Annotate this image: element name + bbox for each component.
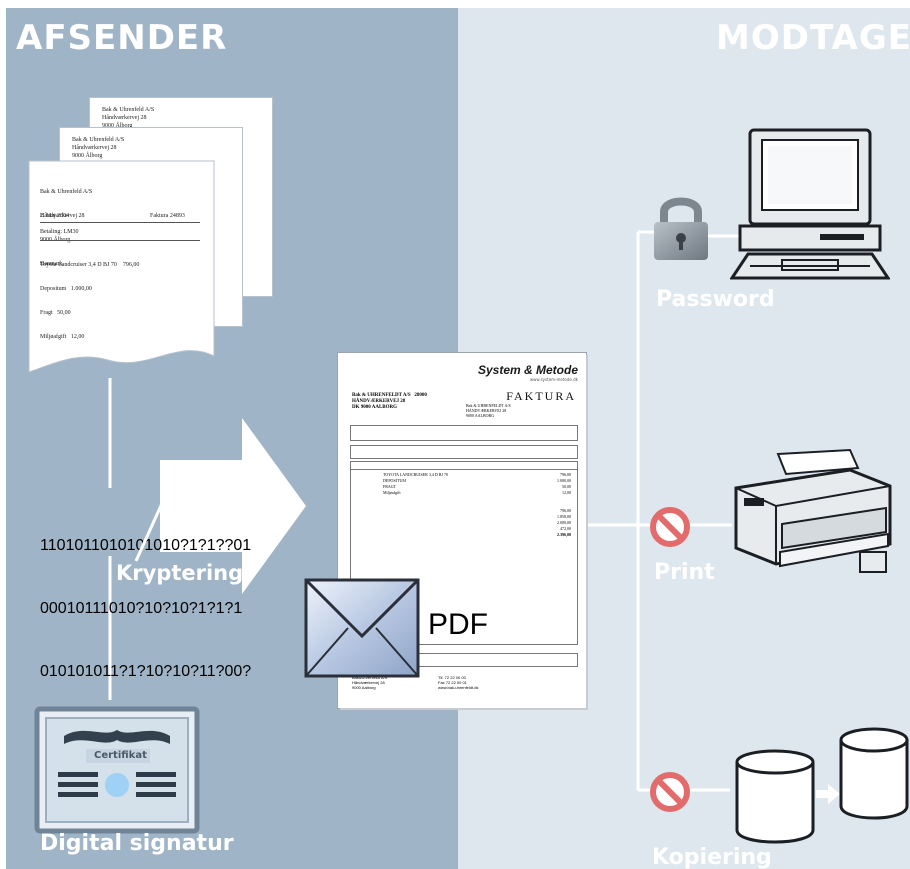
invoice-item: FRAGT: [383, 484, 397, 489]
certificate-icon: [34, 706, 200, 834]
database-icon: [735, 749, 815, 844]
binary-line: 00010111010?10?10?1?1?1: [40, 600, 243, 617]
invoice-items: TOYOTA LANDCRUISER 3,4 D BJ 70 DEPOSITUM…: [383, 472, 448, 496]
address-line: Bak & Uhrenfeld A/S: [102, 107, 155, 113]
invoice-header-box: [350, 445, 578, 459]
copy-label: Kopiering: [652, 845, 772, 869]
receiver-title: MODTAGER: [716, 18, 910, 58]
invoice-sender-street: HÅNDVÆRKERVEJ 28: [352, 399, 406, 404]
prohibit-icon: [650, 772, 690, 812]
invoice-total: 1.858,00: [557, 514, 571, 519]
pdf-label: PDF: [428, 608, 488, 641]
footer-line: 9000 Aalborg: [352, 685, 376, 690]
printer-icon: [734, 448, 892, 573]
document-divider: [40, 222, 200, 223]
lock-icon: [654, 197, 708, 260]
address-line: Håndværkervej 28: [102, 115, 147, 121]
address-line: 9000 Ålborg: [72, 153, 103, 159]
document-middle-address: Bak & Uhrenfeld A/S Håndværkervej 28 9000 …: [72, 136, 124, 160]
address-line: Bak & Uhrenfeld A/S: [40, 189, 93, 195]
item-line: Fragt 50,00: [40, 310, 71, 316]
digital-signature-label: Digital signatur: [40, 831, 234, 856]
invoice-lines-header: [351, 462, 577, 470]
certificate-label: Certifikat: [94, 750, 147, 761]
invoice-amount: 12,00: [562, 490, 571, 495]
binary-data: 1101011010101010?1?1??01 00010111010?10?…: [40, 493, 251, 724]
invoice-amount: 50,00: [562, 484, 571, 489]
invoice-header-box: [350, 425, 578, 441]
document-front-payment: Betaling: LM30: [40, 229, 79, 235]
footer-line: Tlf. 72 22 00 00: [438, 675, 466, 680]
invoice-item: DEPOSITUM: [383, 478, 406, 483]
address-line: Danmark: [40, 261, 63, 267]
item-line: Miljøafgift 12,00: [40, 334, 85, 340]
item-line: Depositum 1.000,00: [40, 286, 92, 292]
arrow-icon: [816, 784, 840, 804]
footer-line: Fax 72 22 00 01: [438, 680, 467, 685]
encryption-slash: [134, 489, 170, 562]
recipient-line: HÅNDVÆRKERVEJ 28: [466, 408, 507, 413]
recipient-line: 9000 AALBORG: [466, 413, 495, 418]
address-line: Håndværkervej 28: [72, 145, 117, 151]
document-front-invoice: Faktura 24893: [150, 213, 185, 219]
invoice-heading: FAKTURA: [506, 389, 576, 403]
address-line: Bak & Uhrenfeld A/S: [72, 137, 125, 143]
binary-line: 1101011010101010?1?1??01: [40, 537, 252, 554]
document-divider: [40, 240, 200, 241]
arrow-icon: [160, 418, 306, 594]
invoice-sender-number: 28000: [414, 393, 427, 398]
footer-line: Håndværkervej 28: [352, 680, 385, 685]
invoice-lines-box: TOYOTA LANDCRUISER 3,4 D BJ 70 DEPOSITUM…: [350, 461, 578, 645]
invoice-amount: 1.000,00: [557, 478, 571, 483]
recipient-line: Bak & UHRENFELDT A/S: [466, 403, 511, 408]
prohibit-icon: [650, 507, 690, 547]
invoice-sender: Bak & UHRENFELDT A/S 28000 HÅNDVÆRKERVEJ…: [352, 393, 427, 411]
invoice-sender-city: DK 9000 AALBORG: [352, 405, 398, 410]
footer-line: www.bak-uhrenfeldt.dk: [438, 685, 479, 690]
invoice-totals: 796,00 1.858,00 2.000,00 472,00 2.396,00: [557, 508, 571, 538]
document-back-address: Bak & Uhrenfeld A/S Håndværkervej 28 9000 …: [102, 106, 154, 130]
document-front-items: Toyota Landcruiser 3,4 D BJ 70 796,00 De…: [40, 245, 139, 357]
encryption-label: Kryptering: [116, 561, 244, 585]
invoice-amounts: 796,00 1.000,00 50,00 12,00: [557, 472, 571, 496]
invoice-sender-name: Bak & UHRENFELDT A/S: [352, 393, 411, 398]
binary-line: 010101011?1?10?10?11?00?: [40, 663, 252, 680]
address-line: Håndværkervej 28: [40, 213, 85, 219]
sender-document-front: [28, 160, 215, 373]
invoice-total: 796,00: [560, 508, 571, 513]
invoice-recipient: Bak & UHRENFELDT A/S HÅNDVÆRKERVEJ 28 90…: [466, 403, 511, 418]
invoice-amount: 796,00: [560, 472, 571, 477]
item-line: Toyota Landcruiser 3,4 D BJ 70 796,00: [40, 262, 140, 268]
invoice-total: 2.000,00: [557, 520, 571, 525]
invoice-item: TOYOTA LANDCRUISER 3,4 D BJ 70: [383, 472, 448, 477]
sender-title: AFSENDER: [16, 18, 228, 58]
database-icon: [839, 727, 909, 820]
computer-icon: [730, 128, 890, 280]
print-label: Print: [654, 560, 715, 585]
invoice-brand: System & Metode: [477, 363, 578, 377]
invoice-total: 472,00: [560, 526, 571, 531]
document-front-date: 2. Maj 2004: [40, 213, 70, 219]
address-line: 9000 Ålborg: [102, 123, 133, 129]
invoice-total: 2.396,00: [557, 532, 571, 537]
password-label: Password: [656, 287, 775, 312]
envelope-icon: [304, 578, 420, 678]
invoice-footer-right: Tlf. 72 22 00 00 Fax 72 22 00 01 www.bak…: [438, 675, 478, 690]
invoice-item: Miljøafgift: [383, 490, 401, 495]
invoice-brand-url: www.system-metode.dk: [529, 377, 578, 382]
